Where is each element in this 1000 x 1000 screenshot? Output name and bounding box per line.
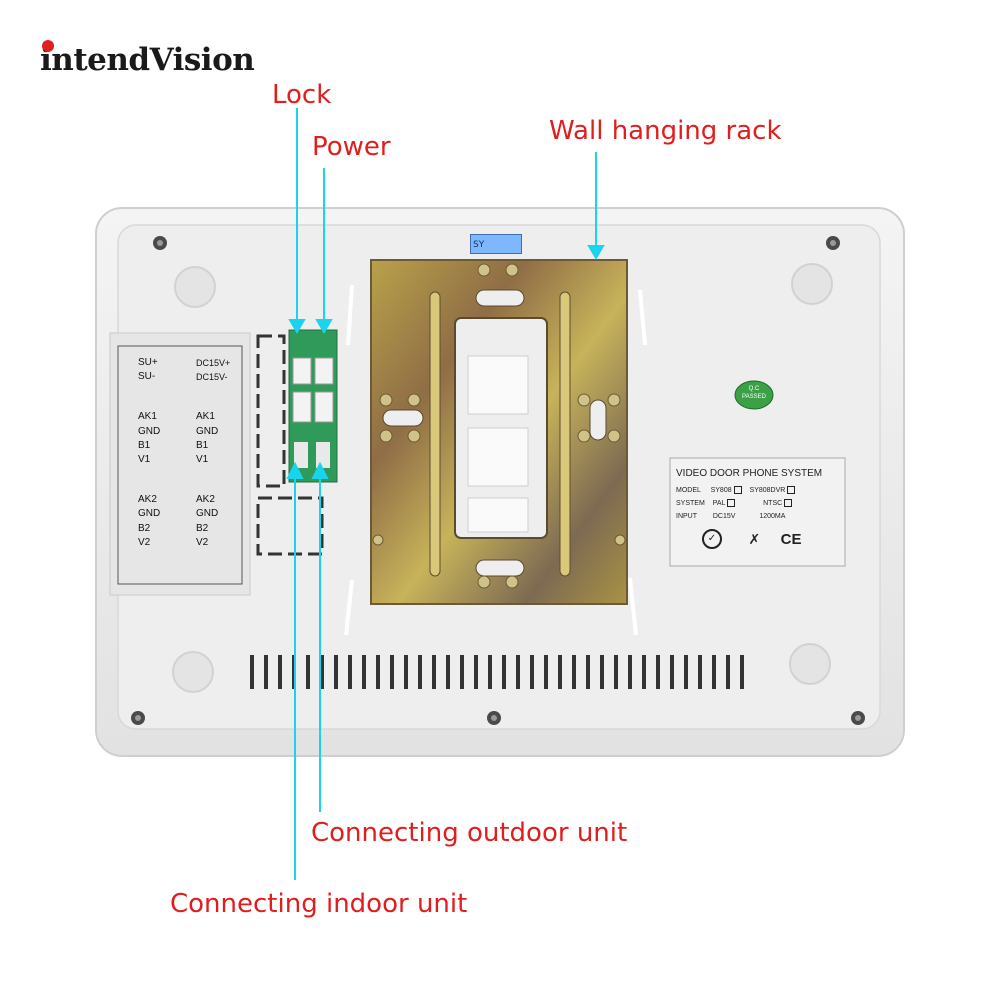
wiring-label-right: DC15V+ DC15V- AK1 GND B1 V1 AK2 GND B2 V… [196,356,242,550]
callout-lock: Lock [272,80,332,110]
wiring-row: DC15V- [196,372,228,383]
spec-plate-text: VIDEO DOOR PHONE SYSTEM MODEL SY808 SY80… [676,468,841,549]
wiring-row: AK2 [138,494,157,506]
wiring-row: AK1 [196,411,215,423]
checkbox-icon [787,486,796,495]
wiring-row: V1 [138,454,151,466]
checkbox-icon [733,486,742,495]
wiring-row: GND [196,508,219,520]
spec-model-opt1: SY808 [710,487,732,494]
wiring-row: GND [138,508,161,520]
wiring-label-card [109,332,251,596]
cert-ce: CE [780,530,802,548]
wiring-row: AK1 [138,411,157,423]
spec-title: VIDEO DOOR PHONE SYSTEM [676,468,823,479]
wiring-row: B2 [196,522,209,534]
wiring-row: B1 [196,439,209,451]
wiring-row: SU- [138,371,156,383]
wiring-row: B1 [138,439,151,451]
wiring-row: DC15V+ [196,358,231,368]
checkbox-icon [784,499,793,508]
wiring-row: AK2 [196,494,215,506]
wiring-row: V1 [196,454,209,466]
callout-power: Power [312,132,391,162]
spec-system-opt2: NTSC [763,500,783,507]
spec-input-current: 1200MA [759,513,786,520]
sy-mark: SY [473,240,485,250]
wiring-label-left: SU+ SU- AK1 GND B1 V1 AK2 GND B2 V2 [138,356,184,550]
wiring-row: V2 [138,536,151,548]
connector-power [292,357,334,423]
checkbox-icon [727,499,736,508]
spec-input-label: INPUT [676,513,697,520]
connector-terminals [294,442,330,468]
sy-sticker: SY [470,234,522,254]
wiring-row: GND [196,425,219,437]
callout-outdoor-unit: Connecting outdoor unit [311,818,628,848]
certification-check-icon: ✓ [702,529,722,549]
qc-badge-text: Q.C PASSED [736,385,772,401]
brand-logo-text: intendVision [40,42,255,78]
wiring-row: B2 [138,522,151,534]
spec-input-voltage: DC15V [712,513,736,520]
weee-bin-icon: ✗ [748,530,761,547]
brand-logo: intendVision [40,42,255,78]
wiring-row: V2 [196,536,209,548]
qc-passed-badge [734,380,774,410]
callout-arrows [286,108,605,880]
spec-model-opt2: SY808DVR [749,487,786,494]
wiring-row: GND [138,425,161,437]
spec-system-label: SYSTEM [676,500,705,507]
spec-system-opt1: PAL [712,500,726,507]
qc-line1: Q.C [748,386,760,392]
logo-eye-icon [42,40,54,52]
spec-plate [669,457,846,567]
qc-line2: PASSED [742,394,766,400]
screw-icon [131,236,865,725]
callout-indoor-unit: Connecting indoor unit [170,889,468,919]
wiring-row: SU+ [138,357,158,368]
spec-model-label: MODEL [676,487,701,494]
rack-rivet-icon [372,263,626,589]
callout-wall-rack: Wall hanging rack [549,116,782,146]
